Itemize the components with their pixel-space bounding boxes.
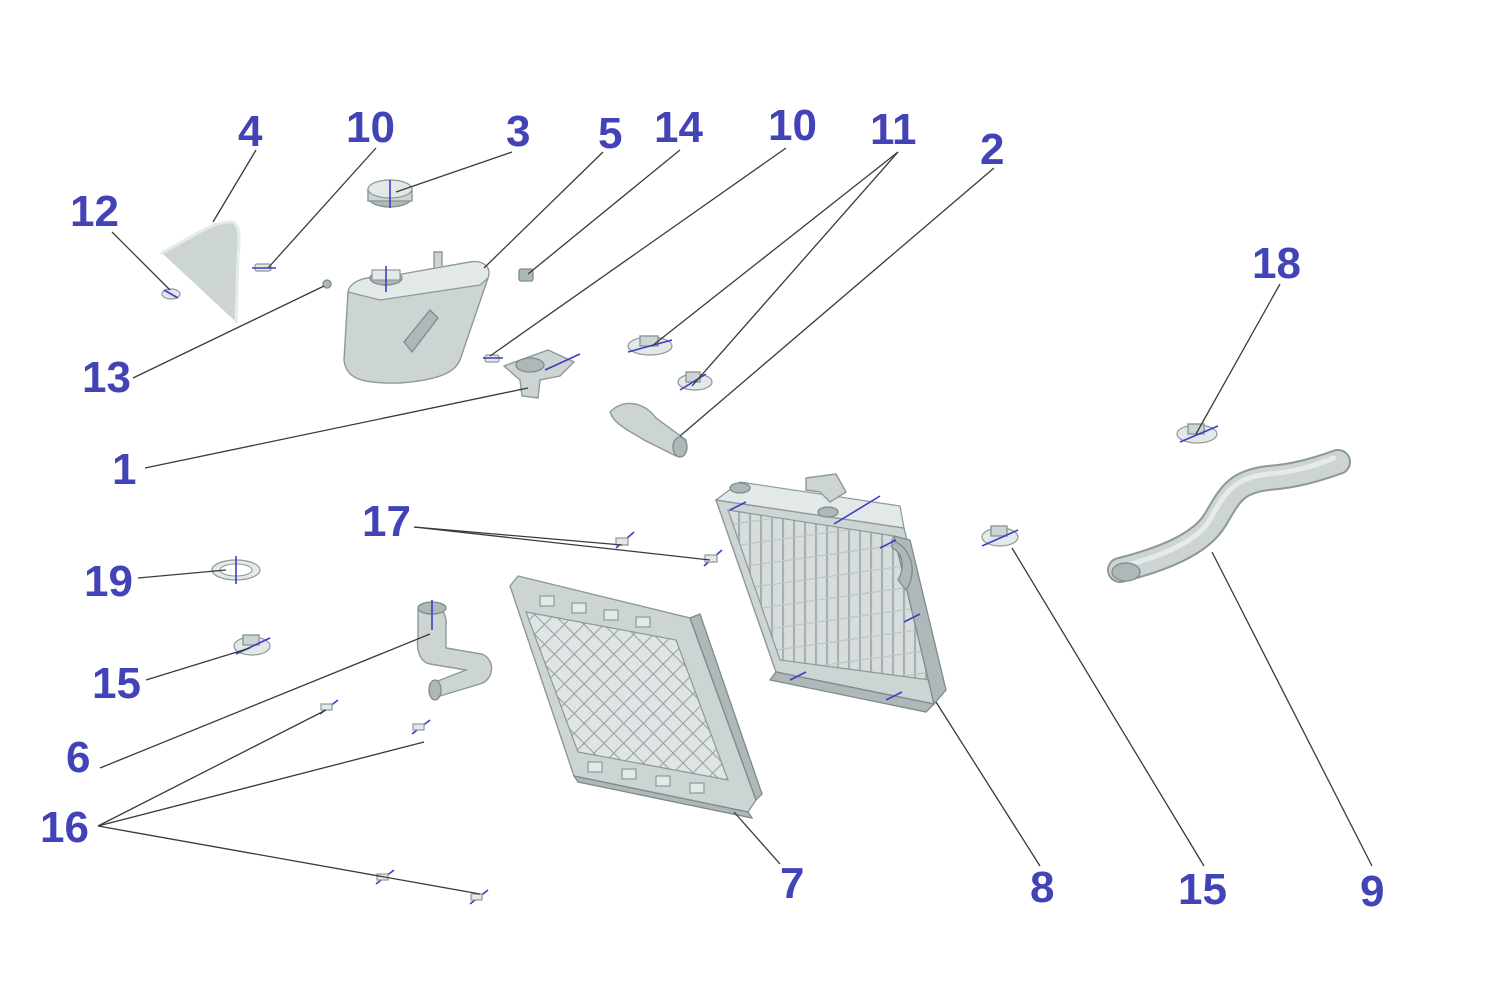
screw-part-17b — [703, 549, 723, 567]
screw-part-17a — [615, 531, 635, 549]
coolant-reservoir-part — [343, 251, 490, 384]
leader-8 — [935, 701, 1041, 867]
callout-numbers: 4 10 3 5 14 10 11 2 12 13 1 18 17 19 15 … — [40, 101, 1384, 916]
callout-9: 9 — [1360, 867, 1384, 916]
elbow-hose-part — [416, 600, 493, 701]
callout-13: 13 — [82, 353, 131, 402]
long-radiator-hose-part — [1107, 449, 1351, 583]
hose-clamp-part-18 — [1176, 423, 1219, 444]
leader-lines — [97, 147, 1373, 895]
callout-15-left: 15 — [92, 659, 141, 708]
callout-7: 7 — [780, 859, 804, 908]
callout-17: 17 — [362, 497, 411, 546]
leader-3 — [395, 151, 513, 193]
thermostat-housing-part — [502, 349, 581, 399]
callout-10-upper: 10 — [346, 103, 395, 152]
radiator-grille-part — [509, 575, 763, 819]
leader-7 — [733, 811, 781, 865]
plug-part — [322, 279, 332, 289]
leader-1 — [144, 387, 529, 469]
small-clip-part — [161, 288, 181, 300]
callout-14: 14 — [654, 103, 703, 152]
leader-18 — [1195, 283, 1281, 435]
hose-clamp-part-15-left — [233, 634, 271, 656]
leader-15b — [1011, 547, 1205, 867]
leader-14 — [527, 149, 681, 275]
callout-19: 19 — [84, 557, 133, 606]
leader-16b — [97, 741, 425, 827]
leader-16c — [97, 825, 481, 895]
leader-19 — [137, 569, 227, 579]
hose-clamp-part-11a — [627, 335, 673, 356]
leader-11a — [651, 151, 899, 347]
callout-6: 6 — [66, 733, 90, 782]
radiator-part — [714, 473, 947, 713]
leader-6 — [99, 633, 431, 769]
callout-15-right: 15 — [1178, 865, 1227, 914]
callout-11: 11 — [870, 105, 917, 154]
reservoir-cap-part — [367, 179, 413, 208]
overflow-hose-part — [160, 220, 241, 324]
callout-18: 18 — [1252, 239, 1301, 288]
leader-13 — [132, 285, 325, 379]
hose-clamp-part-15-right — [981, 525, 1019, 547]
callout-1: 1 — [112, 445, 136, 494]
leader-11b — [691, 151, 899, 387]
callout-10-center: 10 — [768, 101, 817, 150]
leader-16a — [97, 709, 327, 827]
bolt-part-center — [483, 354, 503, 363]
leader-10b — [489, 147, 787, 357]
callout-3: 3 — [506, 107, 530, 156]
leader-17b — [413, 526, 711, 561]
callout-4: 4 — [238, 107, 263, 156]
callout-12: 12 — [70, 187, 119, 236]
bolt-part-upper — [252, 263, 276, 272]
callout-16: 16 — [40, 803, 89, 852]
callout-2: 2 — [980, 125, 1004, 174]
hose-clamp-part-19 — [211, 556, 261, 584]
callout-8: 8 — [1030, 863, 1054, 912]
screw-part-16b — [411, 719, 431, 735]
leader-4 — [212, 149, 257, 223]
hose-clamp-part-11b — [677, 371, 713, 391]
leader-10a — [267, 147, 377, 269]
leader-17a — [413, 526, 623, 546]
leader-5 — [483, 151, 604, 269]
callout-5: 5 — [598, 109, 622, 158]
leader-15a — [145, 647, 251, 681]
leader-9 — [1211, 551, 1373, 867]
leader-2 — [679, 167, 995, 437]
short-hose-part — [609, 402, 688, 458]
leader-12 — [111, 231, 171, 291]
